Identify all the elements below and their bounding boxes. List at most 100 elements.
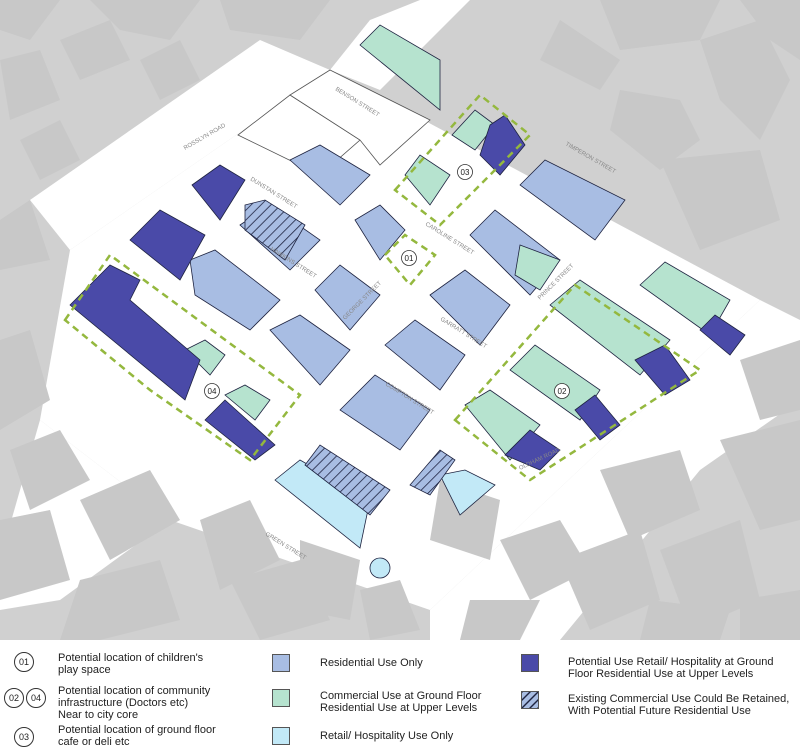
legend-text-02-04: Potential location of community infrastr…	[58, 685, 210, 721]
block-res	[189, 249, 281, 331]
map-shape	[140, 40, 200, 100]
legend-text-residential: Residential Use Only	[320, 657, 423, 669]
boundary-outline	[383, 233, 437, 287]
legend-marker-04: 04	[26, 688, 46, 708]
legend-marker-01: 01	[14, 652, 34, 672]
marker-02[interactable]: 02	[554, 383, 570, 399]
legend-marker-03: 03	[14, 727, 34, 747]
legend-text-01-line1: Potential location of children's	[58, 652, 204, 664]
marker-02-label: 02	[558, 387, 567, 396]
block-dark	[699, 314, 746, 356]
map-shape	[0, 50, 60, 120]
block-hatch	[244, 199, 306, 261]
legend-text-03-line1: Potential location of ground floor	[58, 724, 216, 736]
block-dark	[634, 344, 691, 396]
map-shape	[20, 120, 80, 180]
boundary-outline	[393, 93, 532, 227]
legend-text-retail: Retail/ Hospitality Use Only	[320, 730, 454, 742]
legend: 01 Potential location of children's play…	[0, 640, 800, 750]
block-res	[314, 264, 381, 331]
numbered-markers: 01 02 03 04	[204, 164, 570, 399]
legend-text-commercial-line2: Residential Use at Upper Levels	[320, 702, 478, 714]
block-res	[354, 204, 406, 261]
legend-swatch-commercial	[272, 689, 290, 707]
map-shape	[0, 200, 50, 270]
map-shape	[720, 420, 800, 530]
block-res	[429, 269, 511, 346]
boundary-outline	[453, 283, 703, 482]
legend-text-03: Potential location of ground floor cafe …	[58, 724, 216, 748]
map-shape	[740, 590, 800, 640]
block-dark	[479, 114, 526, 176]
map-shape	[740, 340, 800, 420]
block-res	[519, 159, 626, 241]
block-res	[384, 319, 466, 391]
map-shape	[500, 520, 590, 600]
map-shape	[600, 450, 700, 540]
legend-marker-02: 02	[4, 688, 24, 708]
legend-text-hatch-line2: With Potential Future Residential Use	[568, 705, 751, 717]
legend-text-dark-line2: Floor Residential Use at Upper Levels	[568, 668, 754, 680]
map-shape	[700, 20, 790, 140]
map-shape	[60, 20, 130, 80]
context-buildings	[0, 0, 800, 640]
map-shape	[540, 20, 620, 90]
block-com	[549, 279, 671, 376]
map-shape	[220, 0, 330, 40]
block-com	[514, 244, 561, 291]
marker-01[interactable]: 01	[401, 250, 417, 266]
legend-text-01: Potential location of children's play sp…	[58, 652, 203, 676]
block-res	[289, 144, 371, 206]
map-shape	[0, 0, 60, 40]
map-shape	[610, 90, 700, 170]
map-shape	[289, 69, 431, 166]
block-hatch	[304, 444, 391, 516]
legend-text-commercial-line1: Commercial Use at Ground Floor	[320, 690, 482, 702]
legend-text-02-line1: Potential location of community	[58, 685, 211, 697]
block-dark	[504, 429, 561, 471]
map-shape	[360, 580, 420, 640]
map-shape	[60, 560, 180, 640]
legend-text-03-line2: cafe or deli etc	[58, 736, 130, 748]
block-com	[509, 344, 601, 421]
map-shape	[80, 470, 180, 560]
boundary-outline	[63, 253, 302, 462]
site-boundaries	[63, 93, 703, 482]
block-res	[269, 314, 351, 386]
map-shape	[430, 480, 500, 560]
marker-04-label: 04	[208, 387, 217, 396]
block-dark	[129, 209, 206, 281]
block-dark	[574, 394, 621, 441]
block-res	[339, 374, 431, 451]
legend-swatch-retail	[272, 727, 290, 745]
marker-04[interactable]: 04	[204, 383, 220, 399]
block-dark	[191, 164, 246, 221]
marker-01-label: 01	[405, 254, 414, 263]
map-shape	[740, 0, 800, 60]
block-dark	[204, 399, 276, 461]
map-shape	[600, 0, 720, 50]
legend-text-02-line2: infrastructure (Doctors etc)	[58, 697, 189, 709]
block-com	[224, 384, 271, 421]
legend-swatch-residential	[272, 654, 290, 672]
map-shape	[460, 600, 540, 640]
map-shape	[0, 510, 70, 600]
map-shape	[30, 40, 330, 250]
map-shape	[640, 600, 730, 640]
legend-swatch-existing-commercial	[521, 691, 539, 709]
legend-swatch-retail-hospitality-ground	[521, 654, 539, 672]
map-shape	[660, 150, 780, 250]
marker-03[interactable]: 03	[457, 164, 473, 180]
map-shape	[300, 540, 360, 620]
legend-text-existing-commercial: Existing Commercial Use Could Be Retaine…	[568, 693, 789, 717]
block-ret	[439, 469, 496, 516]
legend-text-commercial: Commercial Use at Ground Floor Residenti…	[320, 690, 481, 714]
legend-text-retail-hospitality-ground: Potential Use Retail/ Hospitality at Gro…	[568, 656, 773, 680]
block-dark	[69, 264, 201, 401]
hatch-pattern-icon	[522, 692, 538, 708]
legend-text-02-line3: Near to city core	[58, 709, 139, 721]
map-shape	[660, 520, 760, 630]
map-shape	[560, 530, 660, 630]
block-com	[184, 339, 226, 376]
development-blocks	[69, 24, 746, 579]
